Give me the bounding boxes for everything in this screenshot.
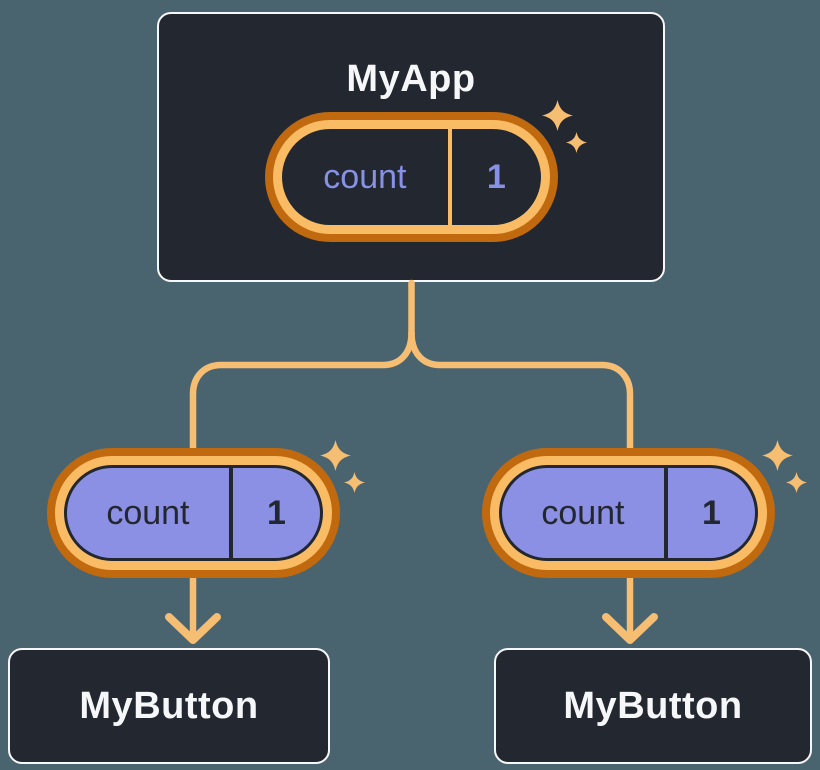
state-value: 1 xyxy=(447,129,541,225)
state-pill-child-1: count 1 xyxy=(47,448,340,578)
connector-branch-left xyxy=(189,329,415,641)
component-title: MyButton xyxy=(563,684,743,727)
state-pill-core: count 1 xyxy=(499,465,758,561)
sparkle-icon xyxy=(762,440,807,493)
state-pill-core: count 1 xyxy=(282,129,541,225)
sparkle-icon xyxy=(320,440,365,493)
state-label: count xyxy=(323,157,407,196)
component-node-mybutton-1: MyButton xyxy=(8,648,330,764)
state-pill-root: count 1 xyxy=(265,112,558,242)
arrow-down-icon-right xyxy=(602,613,658,644)
connector-branch-right xyxy=(408,329,634,641)
state-pill-core: count 1 xyxy=(64,465,323,561)
component-node-mybutton-2: MyButton xyxy=(494,648,812,764)
state-label: count xyxy=(106,493,190,532)
sparkle-icon xyxy=(542,100,587,153)
state-value: 1 xyxy=(228,468,320,558)
component-title: MyButton xyxy=(79,684,259,727)
arrow-down-icon-left xyxy=(165,613,221,644)
component-title: MyApp xyxy=(346,58,476,100)
state-label: count xyxy=(541,493,625,532)
state-pill-child-2: count 1 xyxy=(482,448,775,578)
state-value: 1 xyxy=(663,468,755,558)
